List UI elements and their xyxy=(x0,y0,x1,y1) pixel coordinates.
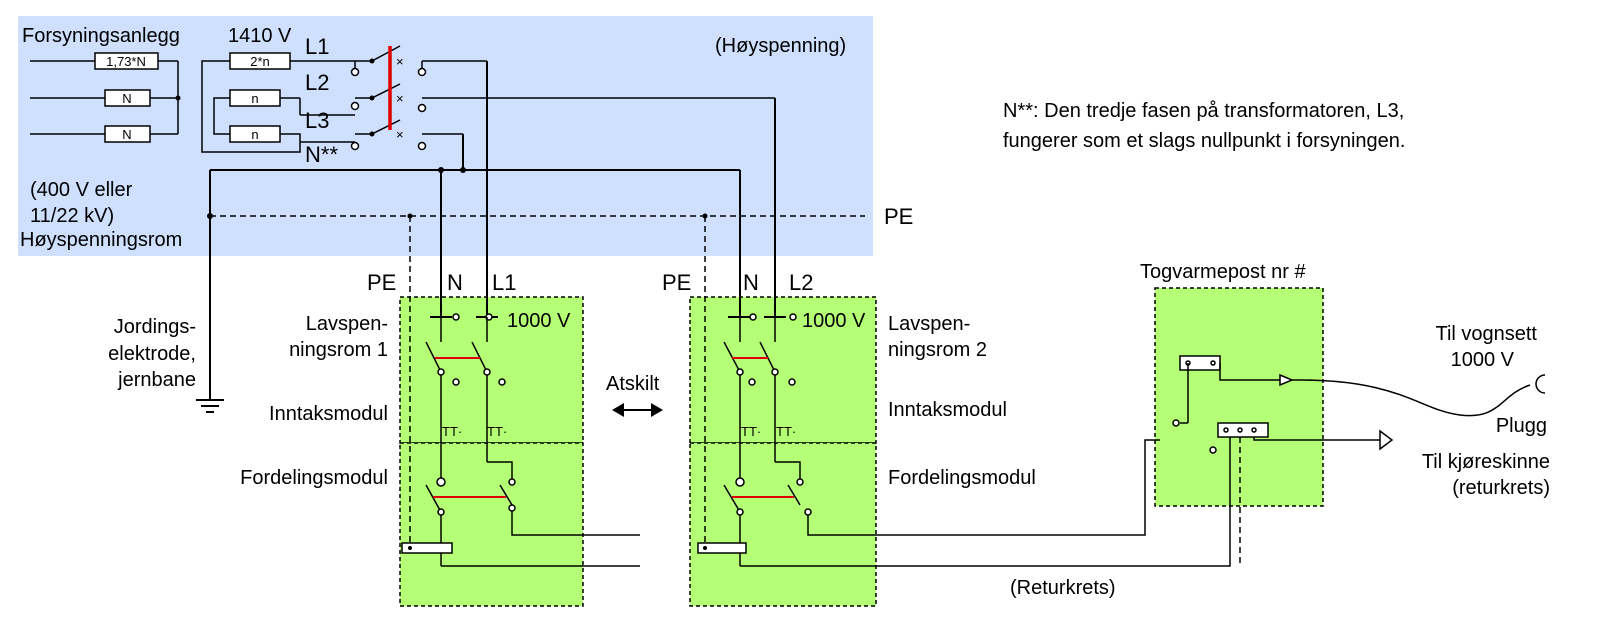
lv-room-1-label-2: ningsrom 1 xyxy=(289,339,388,361)
col2-n-label: N xyxy=(743,270,759,295)
return-circuit-label: (Returkrets) xyxy=(1010,577,1116,599)
supply-title: Forsyningsanlegg xyxy=(22,25,180,47)
fuse-label: 1,73*N xyxy=(106,54,146,69)
feeders xyxy=(207,61,776,400)
col2-pe-label: PE xyxy=(662,270,691,295)
fuse-label: n xyxy=(251,127,258,142)
voltage-note-1: (400 V eller xyxy=(30,179,133,201)
voltage-1410-label: 1410 V xyxy=(228,25,292,47)
note-line-1: N**: Den tredje fasen på transformatoren… xyxy=(1003,100,1404,122)
svg-text:TT·: TT· xyxy=(487,424,507,439)
earth-electrode-2: elektrode, xyxy=(108,343,196,365)
to-rail-label-1: Til kjøreskinne xyxy=(1422,451,1550,473)
hv-switches: × × × xyxy=(350,45,775,151)
ground-symbol xyxy=(196,399,224,413)
to-rail-label-2: (returkrets) xyxy=(1452,477,1550,499)
togvarmepost-title: Togvarmepost nr # xyxy=(1140,261,1307,283)
note-line-2: fungerer som et slags nullpunkt i forsyn… xyxy=(1003,130,1405,152)
voltage-note-2: 11/22 kV) xyxy=(30,205,114,227)
col1-pe-label: PE xyxy=(367,270,396,295)
col2-l-label: L2 xyxy=(789,270,813,295)
distribution-module-1: Fordelingsmodul xyxy=(240,467,388,489)
svg-text:×: × xyxy=(396,127,404,142)
lv-room-1-label-1: Lavspen- xyxy=(306,313,388,335)
togvarmepost-box xyxy=(1154,287,1324,507)
svg-text:×: × xyxy=(396,54,404,69)
lv-room-2-internals: TT· TT· xyxy=(697,313,1231,567)
phase-l2-label: L2 xyxy=(305,70,329,95)
voltage-1000-label-2: 1000 V xyxy=(802,310,866,332)
to-cars-label-1: Til vognsett xyxy=(1435,323,1537,345)
earth-electrode-1: Jordings- xyxy=(114,316,196,338)
intake-module-2: Inntaksmodul xyxy=(888,399,1007,421)
phase-l3-label: L3 xyxy=(305,108,329,133)
intake-module-1: Inntaksmodul xyxy=(269,403,388,425)
col1-n-label: N xyxy=(447,270,463,295)
fuse-label: 2*n xyxy=(250,54,270,69)
pe-bus-label: PE xyxy=(884,204,913,229)
separation-arrow xyxy=(612,403,663,417)
fuse-label: n xyxy=(251,91,258,106)
col1-l-label: L1 xyxy=(492,270,516,295)
svg-text:TT·: TT· xyxy=(776,424,796,439)
lv-room-1 xyxy=(399,296,584,607)
supply-lines xyxy=(30,60,181,135)
distribution-module-2: Fordelingsmodul xyxy=(888,467,1036,489)
lv-room-2-label-1: Lavspen- xyxy=(888,313,970,335)
fuse-label: N xyxy=(122,91,131,106)
svg-text:TT·: TT· xyxy=(442,424,462,439)
supply-fuses: 1,73*N N N xyxy=(94,52,159,143)
fuse-label: N xyxy=(122,127,131,142)
neutral-label: N** xyxy=(305,142,338,167)
voltage-1000-label-1: 1000 V xyxy=(507,310,571,332)
togvarmepost-internals xyxy=(1172,355,1546,566)
separated-label: Atskilt xyxy=(606,373,660,395)
hv-label: (Høyspenning) xyxy=(715,35,846,57)
lv-room-1-internals: TT· TT· xyxy=(401,313,640,567)
svg-text:×: × xyxy=(396,91,404,106)
lv-room-2 xyxy=(689,296,877,607)
pe-bus xyxy=(210,213,865,545)
to-cars-label-2: 1000 V xyxy=(1451,349,1515,371)
hv-room-label: Høyspenningsrom xyxy=(20,229,182,251)
earth-electrode-3: jernbane xyxy=(117,369,196,391)
svg-text:TT·: TT· xyxy=(741,424,761,439)
lv-room-2-label-2: ningsrom 2 xyxy=(888,339,987,361)
plug-label: Plugg xyxy=(1496,415,1547,437)
phase-l1-label: L1 xyxy=(305,34,329,59)
transformer-secondary: 2*n n n xyxy=(201,52,355,153)
